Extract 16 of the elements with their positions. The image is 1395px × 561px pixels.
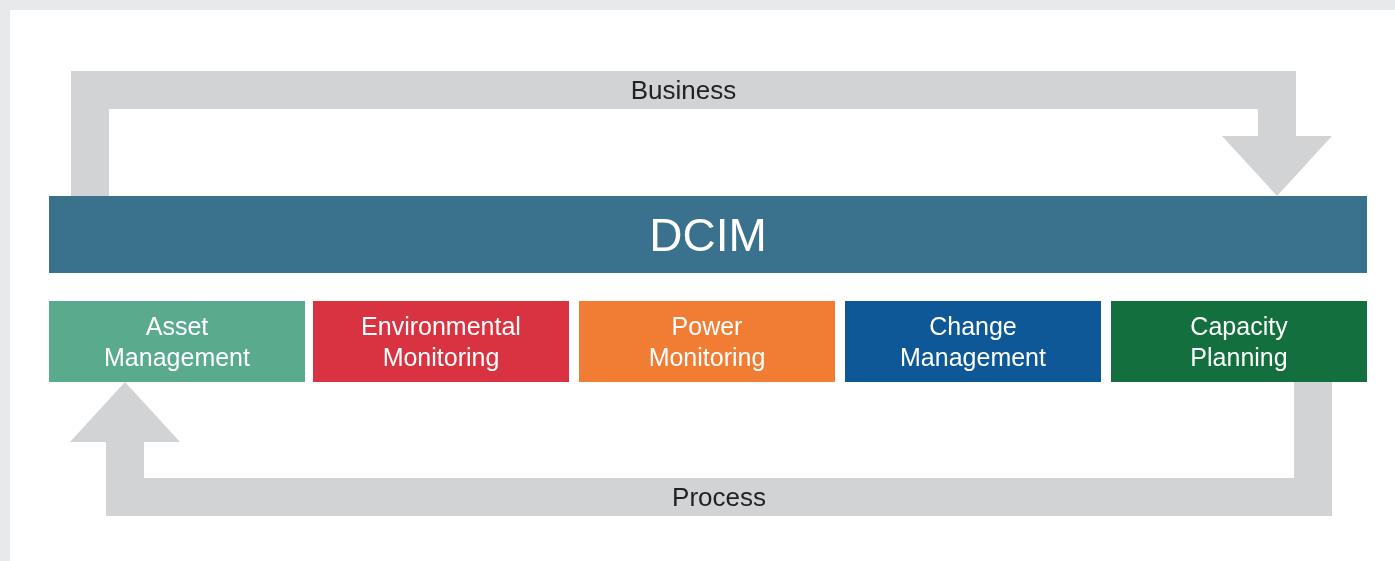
arrow	[70, 382, 1332, 516]
module-box	[313, 301, 569, 382]
module-box	[579, 301, 835, 382]
module-label: Capacity Planning	[1189, 310, 1289, 373]
edge-label: Business	[630, 74, 737, 106]
module-box	[1111, 301, 1367, 382]
banner-title: DCIM	[648, 209, 768, 260]
edge-label: Process	[672, 481, 766, 513]
module-box	[49, 301, 305, 382]
module-label: Power Monitoring	[647, 310, 767, 373]
dcim-banner	[49, 196, 1367, 273]
module-label: Change Management	[899, 310, 1047, 373]
module-box	[845, 301, 1101, 382]
arrow	[71, 71, 1332, 196]
module-label: Environmental Monitoring	[360, 310, 522, 373]
module-label: Asset Management	[103, 310, 251, 373]
